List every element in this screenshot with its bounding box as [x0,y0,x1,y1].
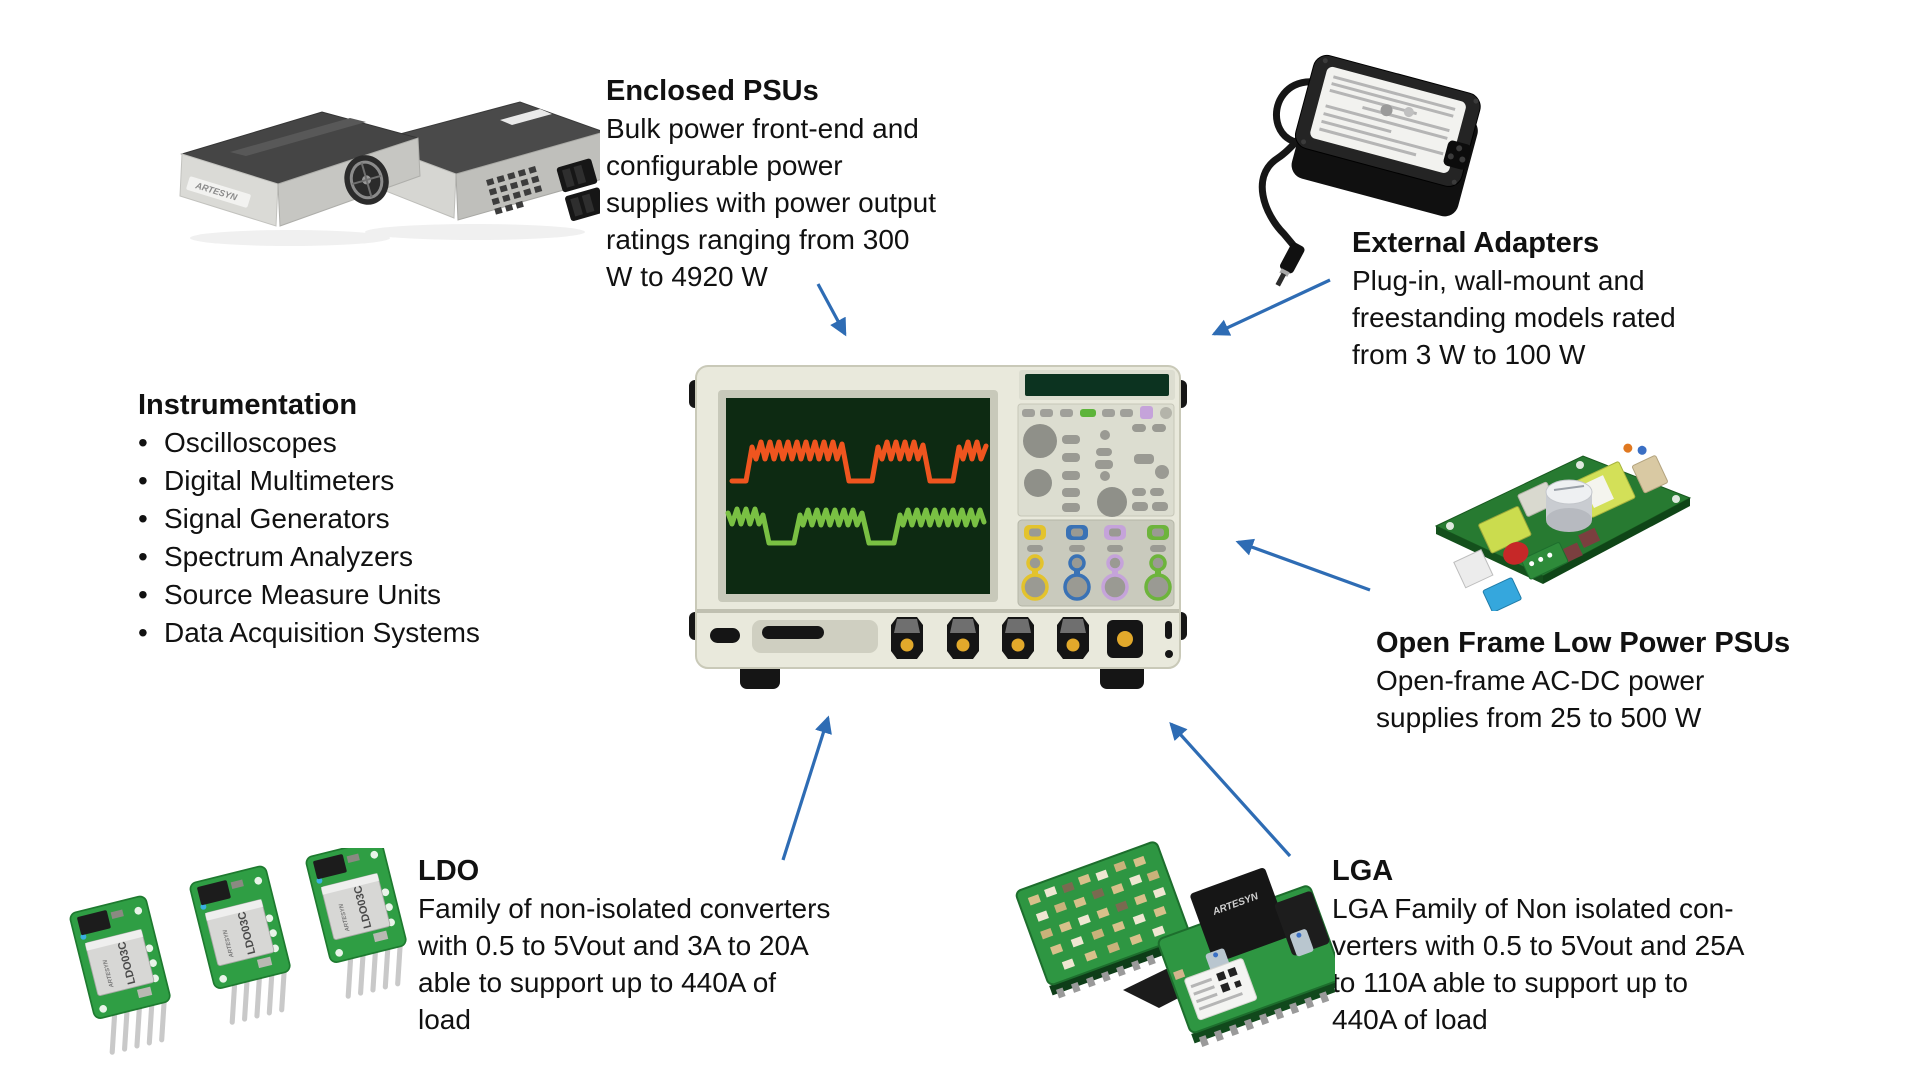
purple-button [1140,406,1153,419]
enclosed-psus-title: Enclosed PSUs [606,75,819,107]
lga-line: 440A of load [1332,1004,1488,1035]
ldo-modules-image: ARTESYN LDO03C ARTESYN LDO03C [69,848,407,1055]
open-frame-text: Open Frame Low Power PSUs Open-frame AC-… [1376,624,1876,736]
ldo-text: LDO Family of non-isolated converters wi… [418,852,918,1038]
instrumentation-item: •Digital Multimeters [138,462,608,500]
instrumentation-text: Instrumentation •Oscilloscopes •Digital … [138,386,608,652]
ldo-line: Family of non-isolated converters [418,893,831,924]
channel-3-controls [1101,525,1129,601]
adapter-label [1310,66,1466,173]
lga-line: verters with 0.5 to 5Vout and 25A [1332,930,1745,961]
oscilloscope-image [689,365,1187,689]
arrow-open-frame [1235,538,1371,592]
enclosed-psu-unit-right [367,101,600,222]
bullet-icon: • [138,465,148,496]
external-adapters-line: Plug-in, wall-mount and [1352,265,1645,296]
instrumentation-item: •Spectrum Analyzers [138,538,608,576]
knob [1097,487,1127,517]
ldo-module: ARTESYN LDO03C [69,895,171,1055]
enclosed-psus-line: W to 4920 W [606,261,768,292]
scope-channel-panel [1017,519,1175,607]
green-button [1080,409,1096,417]
instrumentation-item: •Oscilloscopes [138,424,608,462]
ldo-line: load [418,1004,471,1035]
scope-foot [740,664,780,689]
lga-module-top-side: ARTESYN [1157,867,1335,1047]
channel-4-controls [1144,525,1172,601]
capacitor [1545,479,1593,532]
fan-icon [344,155,389,205]
open-frame-psu-image [1434,443,1692,611]
instrumentation-item: •Signal Generators [138,500,608,538]
lga-line: to 110A able to support up to [1332,967,1688,998]
ldo-metal-block: ARTESYN LDO03C [85,929,155,996]
ldo-line: able to support up to 440A of [418,967,777,998]
channel-1-controls [1021,525,1049,601]
ldo-title: LDO [418,855,480,887]
external-adapters-text: External Adapters Plug-in, wall-mount an… [1352,224,1792,373]
arrow-ldo [781,715,832,861]
instrumentation-item: •Source Measure Units [138,576,608,614]
lga-text: LGA LGA Family of Non isolated con- vert… [1332,852,1812,1038]
lga-label [1184,958,1257,1021]
enclosed-psu-unit-left: ARTESYN [179,111,421,227]
lga-line: LGA Family of Non isolated con- [1332,893,1734,924]
scope-screen [726,398,990,594]
lga-modules-image: ARTESYN [1015,841,1335,1047]
ldo-line: with 0.5 to 5Vout and 3A to 20A [418,930,809,961]
ac-inlet [1443,140,1472,170]
open-frame-line: supplies from 25 to 500 W [1376,702,1702,733]
enclosed-psus-line: supplies with power output [606,187,936,218]
external-adapters-line: freestanding models rated [1352,302,1676,333]
enclosed-psus-line: configurable power [606,150,843,181]
enclosed-psus-text: Enclosed PSUs Bulk power front-end and c… [606,72,1046,295]
bullet-icon: • [138,427,148,458]
bullet-icon: • [138,579,148,610]
adapter-brick [1291,54,1481,217]
instrumentation-title: Instrumentation [138,389,358,421]
external-adapters-title: External Adapters [1352,227,1600,259]
instrumentation-item: •Data Acquisition Systems [138,614,608,652]
bullet-icon: • [138,503,148,534]
knob [1024,469,1052,497]
lga-title: LGA [1332,855,1394,887]
enclosed-psus-line: ratings ranging from 300 [606,224,910,255]
enclosed-psus-image: ARTESYN [179,101,600,246]
power-button [710,628,740,643]
barrel-plug [1275,242,1305,287]
open-frame-line: Open-frame AC-DC power [1376,665,1705,696]
scope-foot [1100,664,1144,689]
bullet-icon: • [138,541,148,572]
external-adapter-image [1258,54,1481,287]
channel-2-controls [1063,525,1091,601]
ldo-module: ARTESYN LDO03C [305,848,407,999]
open-frame-title: Open Frame Low Power PSUs [1376,627,1791,659]
scope-control-panel [1017,403,1175,517]
ldo-module: ARTESYN LDO03C [189,865,291,1025]
waveform-green [725,506,987,546]
knob [1023,424,1057,458]
scope-readout-display [1025,374,1169,396]
bnc-connectors [891,617,1143,659]
external-adapters-line: from 3 W to 100 W [1352,339,1586,370]
bullet-icon: • [138,617,148,648]
terminal-blocks [556,158,600,222]
scope-handle-slot [752,620,878,653]
waveform-orange [729,439,989,484]
lga-module-component-side [1015,841,1194,999]
enclosed-psus-line: Bulk power front-end and [606,113,919,144]
